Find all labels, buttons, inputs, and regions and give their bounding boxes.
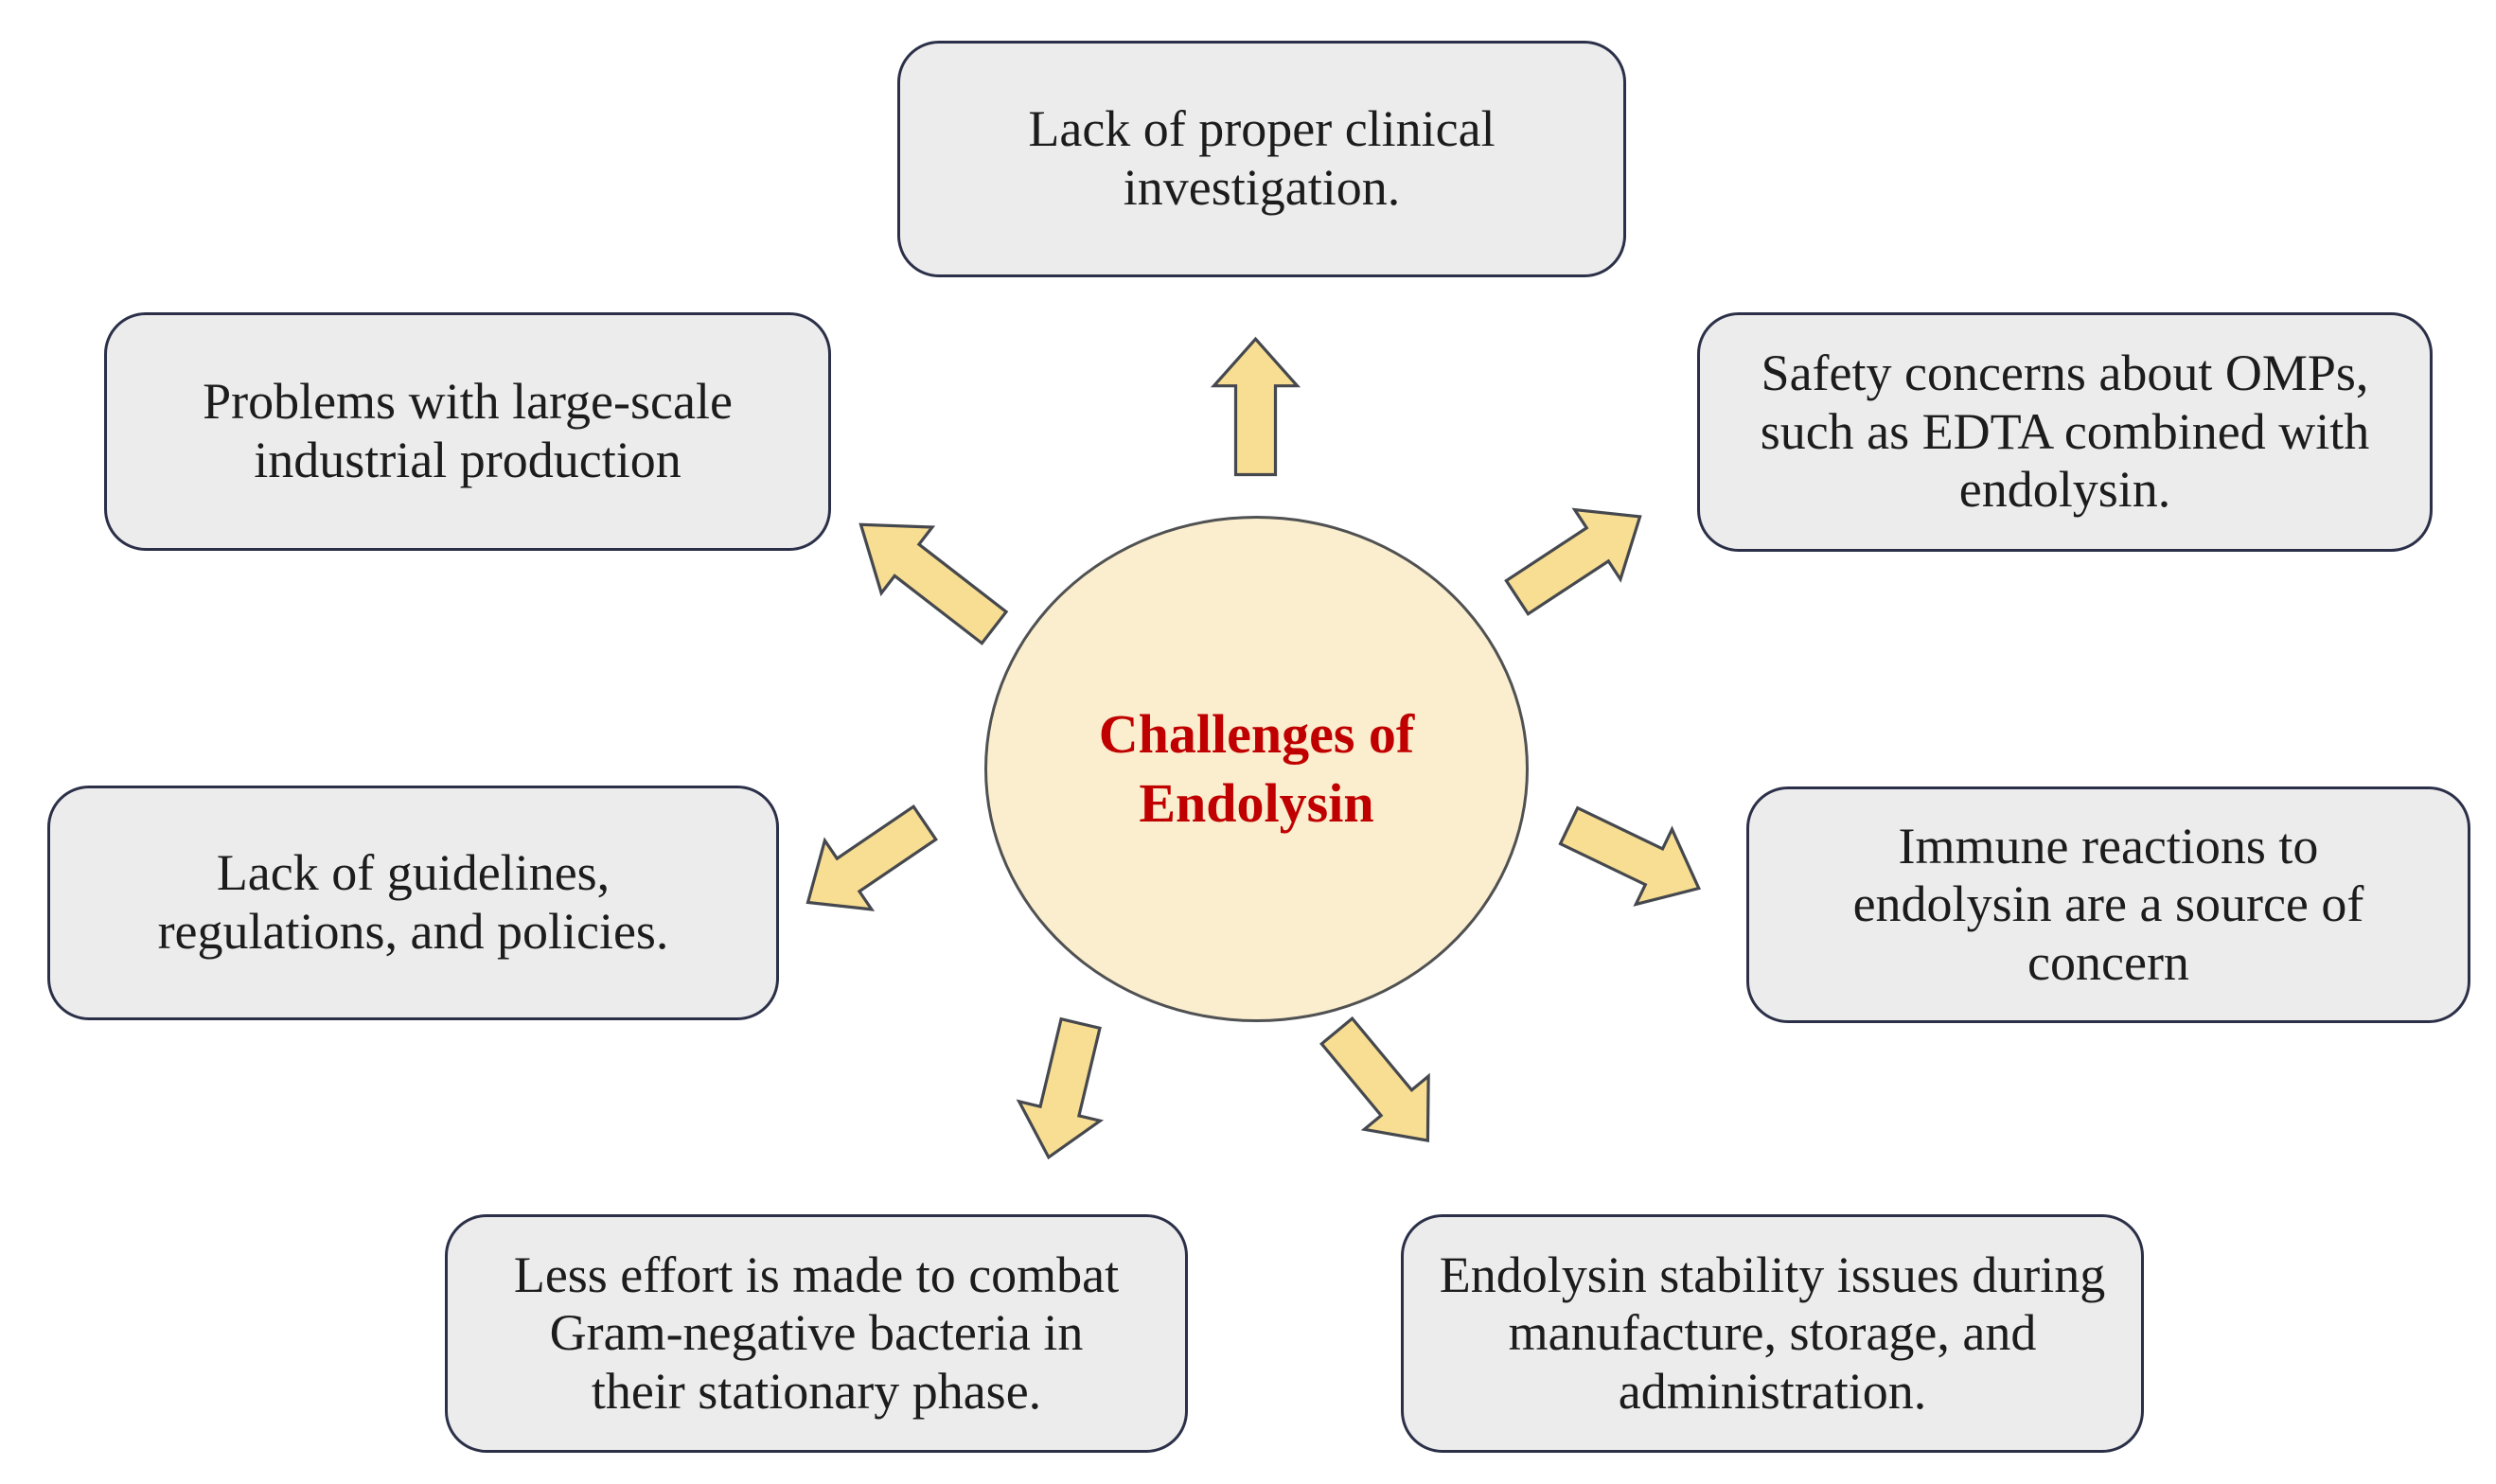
node-top-left: Problems with large-scale industrial pro… — [104, 312, 831, 551]
arrow-left-icon — [782, 787, 949, 940]
node-right: Immune reactions to endolysin are a sour… — [1746, 786, 2470, 1023]
node-top-right: Safety concerns about OMPs, such as EDTA… — [1697, 312, 2433, 552]
node-top: Lack of proper clinical investigation. — [897, 41, 1626, 277]
arrow-lower-left-icon — [1006, 1014, 1124, 1169]
arrow-right-icon — [1550, 786, 1720, 928]
arrow-upper-right-icon — [1494, 479, 1666, 633]
arrow-lower-right-icon — [1303, 1003, 1462, 1170]
node-bottom-right: Endolysin stability issues during manufa… — [1401, 1214, 2144, 1453]
node-left: Lack of guidelines, regulations, and pol… — [47, 786, 779, 1020]
node-bottom-left: Less effort is made to combat Gram-negat… — [445, 1214, 1188, 1453]
arrow-upper-left-icon — [833, 489, 1021, 662]
arrow-up-icon — [1213, 338, 1300, 475]
center-circle: Challenges of Endolysin — [984, 516, 1529, 1022]
